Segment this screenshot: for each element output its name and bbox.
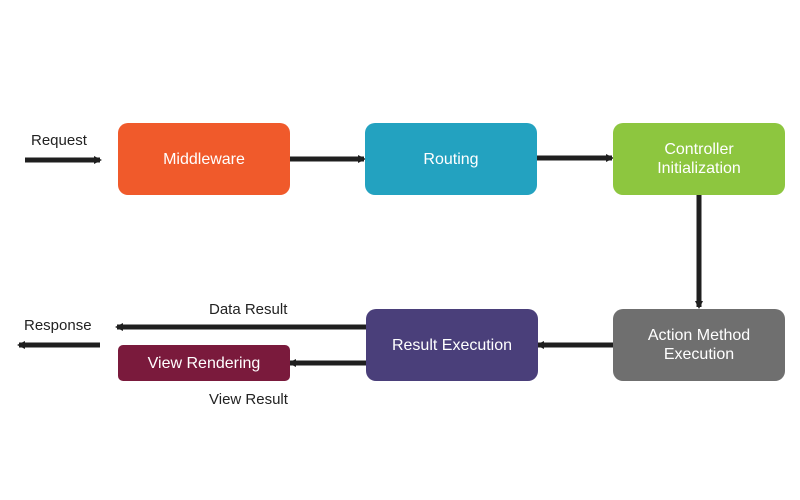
node-result-execution: Result Execution <box>366 309 538 381</box>
node-view-rendering: View Rendering <box>118 345 290 381</box>
node-controller-initialization: Controller Initialization <box>613 123 785 195</box>
node-middleware: Middleware <box>118 123 290 195</box>
node-routing: Routing <box>365 123 537 195</box>
label-request: Request <box>31 132 87 149</box>
label-view-result: View Result <box>209 391 288 408</box>
label-data-result: Data Result <box>209 301 288 318</box>
label-response: Response <box>24 317 92 334</box>
node-action-method-execution: Action Method Execution <box>613 309 785 381</box>
